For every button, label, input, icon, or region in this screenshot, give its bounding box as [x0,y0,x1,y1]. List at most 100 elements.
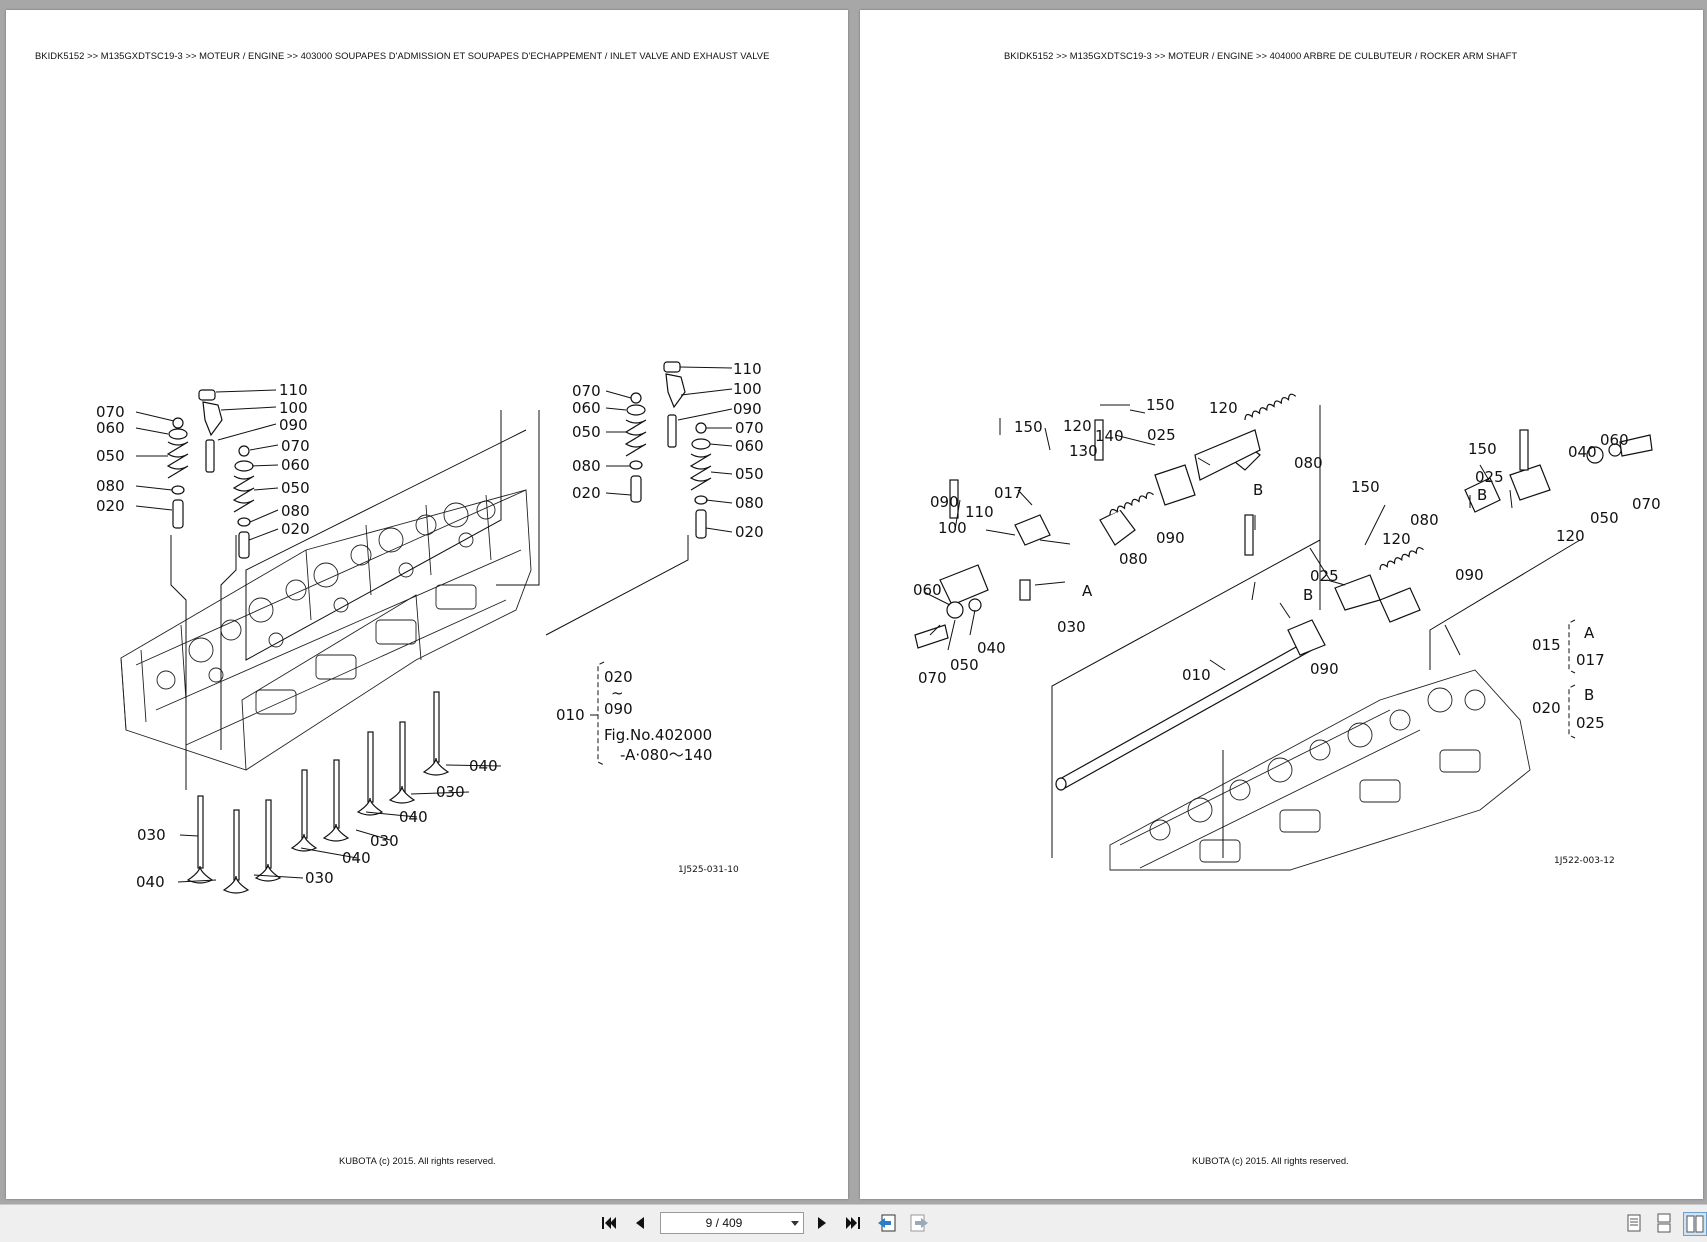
callout-010: 010 [1182,666,1211,684]
inlet-exhaust-valve-diagram: 110 100 090 070 060 050 080 020 070 060 … [96,360,764,894]
callout-110: 110 [279,381,308,399]
callout-025: 025 [1147,426,1176,444]
assembly-note: 015 A 017 020 B 025 [1532,619,1605,739]
callout-120: 120 [1063,417,1092,435]
callout-080: 080 [96,477,125,495]
callout-050: 050 [1590,509,1619,527]
callout-110: 110 [965,503,994,521]
callout-140: 140 [1095,427,1124,445]
valve-spring-group-a [166,389,223,529]
callout-020: 020 [735,523,764,541]
callout-070: 070 [1632,495,1661,513]
callout-070: 070 [918,669,947,687]
callout-050: 050 [735,465,764,483]
note-assy: 010 [556,706,585,724]
single-page-view-button[interactable] [1623,1212,1645,1234]
callout-070: 070 [572,382,601,400]
callout-020: 020 [96,497,125,515]
callout-070: 070 [735,419,764,437]
callout-080: 080 [1119,550,1148,568]
note-tilde: ~ [611,684,624,702]
go-forward-view-button[interactable] [908,1212,930,1234]
note-020: 020 [1532,699,1561,717]
cylinder-head-drawing [1109,669,1531,871]
valves [186,691,450,894]
callout-050: 050 [572,423,601,441]
two-page-view-button[interactable] [1683,1212,1707,1236]
callout-060: 060 [572,399,601,417]
callout-070: 070 [96,403,125,421]
page-breadcrumb: BKIDK5152 >> M135GXDTSC19-3 >> MOTEUR / … [35,50,770,61]
callout-090: 090 [1156,529,1185,547]
next-page-button[interactable] [811,1212,833,1234]
note-025: 025 [1576,714,1605,732]
note-017: 017 [1576,651,1605,669]
pdf-page-right: BKIDK5152 >> M135GXDTSC19-3 >> MOTEUR / … [860,10,1703,1199]
page-copyright: KUBOTA (c) 2015. All rights reserved. [339,1155,496,1166]
next-page-icon [818,1217,826,1229]
callout-030: 030 [305,869,334,887]
valve-spring-group-b [232,445,255,559]
callout-020: 020 [281,520,310,538]
callout-040: 040 [469,757,498,775]
two-page-icon [1686,1215,1704,1233]
callout-B: B [1477,486,1487,504]
callout-025: 025 [1475,468,1504,486]
figure-code: 1J525-031-10 [678,865,739,875]
figure-code: 1J522-003-12 [1554,856,1615,866]
callout-030: 030 [137,826,166,844]
callout-050: 050 [281,479,310,497]
callout-150: 150 [1146,396,1175,414]
previous-page-button[interactable] [629,1212,651,1234]
page-indicator: 9 / 409 [705,1216,743,1230]
callout-080: 080 [1294,454,1323,472]
callout-150: 150 [1014,418,1043,436]
chevron-down-icon [791,1221,799,1226]
page-breadcrumb: BKIDK5152 >> M135GXDTSC19-3 >> MOTEUR / … [1004,50,1518,61]
callout-060: 060 [1600,431,1629,449]
callout-120: 120 [1556,527,1585,545]
callout-090: 090 [279,416,308,434]
callout-017: 017 [994,484,1023,502]
continuous-view-button[interactable] [1653,1212,1675,1234]
assembly-note: 010 020 ~ 090 Fig.No.402000 -A·080～140 [556,661,712,766]
go-back-view-button[interactable] [876,1212,898,1234]
callout-150: 150 [1351,478,1380,496]
callout-080: 080 [572,457,601,475]
callout-030: 030 [436,783,465,801]
callout-025: 025 [1310,567,1339,585]
callout-130: 130 [1069,442,1098,460]
callout-040: 040 [399,808,428,826]
rocker-arm-shaft-diagram: 150 120 025 080 B 150 120 130 140 017 09… [913,393,1661,871]
callout-020: 020 [572,484,601,502]
callout-040: 040 [342,849,371,867]
callout-100: 100 [279,399,308,417]
valve-spring-group-d [663,361,712,539]
note-B: B [1584,686,1594,704]
document-viewer[interactable]: BKIDK5152 >> M135GXDTSC19-3 >> MOTEUR / … [0,0,1707,1204]
page-number-select[interactable]: 9 / 409 [660,1212,804,1234]
callout-120: 120 [1382,530,1411,548]
callout-060: 060 [913,581,942,599]
callout-080: 080 [281,502,310,520]
callout-090: 090 [1310,660,1339,678]
callout-A: A [1082,582,1093,600]
go-forward-icon [910,1214,928,1232]
last-page-button[interactable] [842,1212,864,1234]
note-to: 090 [604,700,633,718]
callout-060: 060 [281,456,310,474]
callout-080: 080 [735,494,764,512]
callout-100: 100 [938,519,967,537]
callout-030: 030 [370,832,399,850]
callout-090: 090 [733,400,762,418]
continuous-page-icon [1657,1213,1671,1233]
first-page-button[interactable] [598,1212,620,1234]
previous-page-icon [636,1217,644,1229]
callout-040: 040 [136,873,165,891]
callout-030: 030 [1057,618,1086,636]
first-page-icon [602,1217,616,1229]
callout-060: 060 [735,437,764,455]
callout-050: 050 [950,656,979,674]
note-A: A [1584,624,1595,642]
callout-070: 070 [281,437,310,455]
